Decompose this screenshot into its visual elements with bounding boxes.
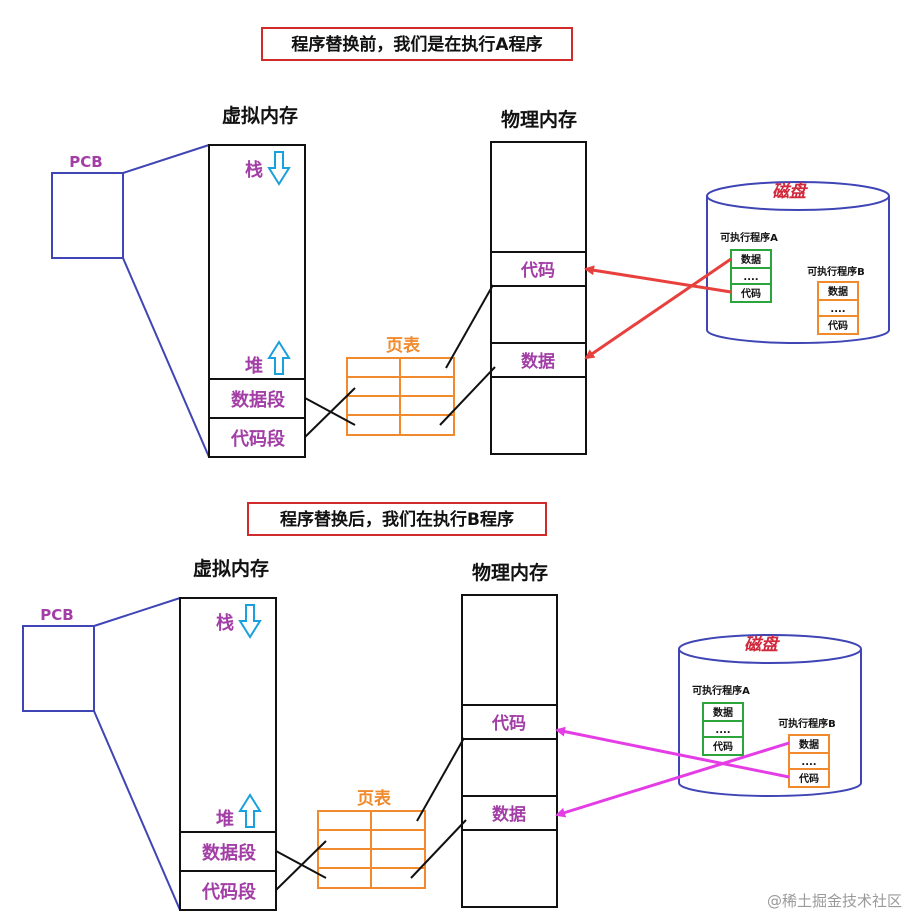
program-b-stack: 数据 .... 代码 bbox=[788, 734, 830, 788]
pcb-link-top bbox=[122, 144, 210, 174]
physical-data-label: 数据 bbox=[492, 804, 526, 825]
program-a-label: 可执行程序A bbox=[720, 231, 778, 244]
data-segment-label: 数据段 bbox=[231, 389, 286, 411]
panel-before: 程序替换前，我们是在执行A程序 虚拟内存 物理内存 PCB 栈 堆 数据段 代码… bbox=[51, 27, 890, 458]
program-a-label: 可执行程序A bbox=[692, 684, 750, 697]
physical-code-label: 代码 bbox=[491, 713, 526, 734]
disk-label: 磁盘 bbox=[744, 635, 781, 655]
title-box bbox=[261, 27, 573, 61]
code-segment-label: 代码段 bbox=[230, 428, 286, 450]
svg-text:代码: 代码 bbox=[740, 287, 761, 300]
arrow-down-icon bbox=[267, 151, 291, 186]
arrow-up-icon bbox=[267, 340, 291, 375]
panel-title: 程序替换后，我们在执行B程序 bbox=[280, 509, 514, 530]
physical-memory-heading: 物理内存 bbox=[472, 561, 548, 584]
program-b-label: 可执行程序B bbox=[807, 265, 865, 278]
virtual-memory-heading: 虚拟内存 bbox=[222, 104, 298, 127]
pcb-box bbox=[51, 172, 124, 259]
physical-memory-heading: 物理内存 bbox=[501, 108, 577, 131]
svg-text:代码: 代码 bbox=[712, 740, 733, 753]
svg-text:代码: 代码 bbox=[798, 772, 819, 785]
load-code-arrow bbox=[555, 726, 790, 779]
load-data-arrow bbox=[584, 257, 732, 360]
pcb-label: PCB bbox=[69, 153, 102, 171]
panel-after: 程序替换后，我们在执行B程序 虚拟内存 物理内存 PCB 栈 堆 数据段 代码段… bbox=[22, 502, 862, 911]
mapping-lines bbox=[275, 737, 467, 891]
pcb-label: PCB bbox=[40, 606, 73, 624]
svg-text:....: .... bbox=[715, 725, 730, 736]
page-table bbox=[317, 810, 426, 889]
stack-label: 栈 bbox=[216, 612, 234, 634]
svg-text:....: .... bbox=[801, 757, 816, 768]
disk-label: 磁盘 bbox=[772, 182, 809, 202]
program-a-stack: 数据 .... 代码 bbox=[702, 702, 744, 756]
page-table bbox=[346, 357, 455, 436]
physical-data-label: 数据 bbox=[521, 351, 555, 372]
page-table-label: 页表 bbox=[386, 335, 421, 356]
svg-text:数据: 数据 bbox=[741, 253, 761, 266]
physical-code-label: 代码 bbox=[520, 260, 555, 281]
watermark: @稀土掘金技术社区 bbox=[767, 892, 902, 910]
panel-title: 程序替换前，我们是在执行A程序 bbox=[291, 34, 542, 55]
data-segment-label: 数据段 bbox=[202, 842, 257, 864]
stack-label: 栈 bbox=[245, 159, 263, 181]
program-a-stack: 数据 .... 代码 bbox=[730, 249, 772, 303]
svg-text:数据: 数据 bbox=[799, 738, 819, 751]
load-code-arrow bbox=[584, 265, 732, 294]
heap-label: 堆 bbox=[216, 808, 234, 830]
arrow-down-icon bbox=[238, 604, 262, 639]
physical-memory-block bbox=[461, 594, 558, 908]
page-table-label: 页表 bbox=[357, 788, 392, 809]
pcb-link-top bbox=[93, 597, 181, 627]
virtual-memory-block bbox=[208, 144, 306, 458]
svg-text:数据: 数据 bbox=[713, 706, 733, 719]
svg-text:....: .... bbox=[830, 304, 845, 315]
program-b-label: 可执行程序B bbox=[778, 717, 836, 730]
heap-label: 堆 bbox=[245, 355, 263, 377]
svg-text:....: .... bbox=[743, 272, 758, 283]
pcb-box bbox=[22, 625, 95, 712]
arrow-up-icon bbox=[238, 793, 262, 828]
svg-text:代码: 代码 bbox=[827, 319, 848, 332]
mapping-lines bbox=[304, 284, 496, 438]
svg-text:数据: 数据 bbox=[828, 285, 848, 298]
pcb-link-bottom bbox=[122, 257, 210, 458]
physical-memory-block bbox=[490, 141, 587, 455]
program-b-stack: 数据 .... 代码 bbox=[817, 281, 859, 335]
code-segment-label: 代码段 bbox=[201, 881, 257, 903]
pcb-link-bottom bbox=[93, 710, 181, 911]
virtual-memory-heading: 虚拟内存 bbox=[193, 557, 269, 580]
virtual-memory-block bbox=[179, 597, 277, 911]
title-box bbox=[247, 502, 547, 536]
load-data-arrow bbox=[555, 741, 790, 818]
